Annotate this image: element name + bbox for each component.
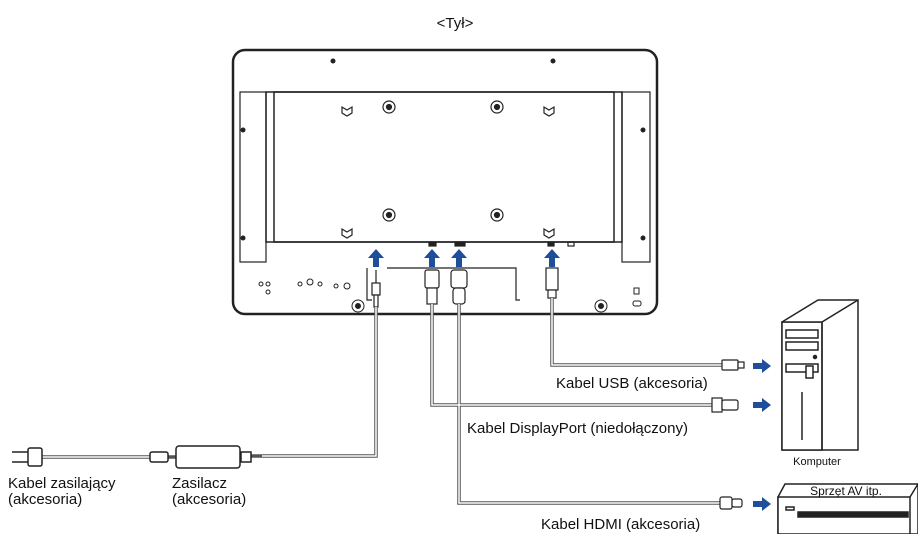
monitor-plugs <box>371 267 559 308</box>
computer-label: Komputer <box>793 456 841 468</box>
device-arrows <box>753 359 771 511</box>
computer-icon <box>781 299 859 451</box>
power-adapter <box>149 445 252 469</box>
cables <box>42 298 722 505</box>
av-equipment-icon <box>777 483 918 535</box>
insertion-arrows <box>368 249 560 267</box>
power-cable-label-line1: Kabel zasilający <box>8 475 116 492</box>
device-plugs <box>711 359 745 510</box>
monitor-rear <box>231 48 659 316</box>
hdmi-cable-label: Kabel HDMI (akcesoria) <box>541 516 700 533</box>
power-plug-icon <box>12 447 43 467</box>
diagram-title: <Tył> <box>437 15 474 32</box>
adapter-label-line1: Zasilacz <box>172 475 227 492</box>
power-cable-label-line2: (akcesoria) <box>8 491 82 508</box>
usb-cable-label: Kabel USB (akcesoria) <box>556 375 708 392</box>
av-equipment-label: Sprzęt AV itp. <box>810 484 882 498</box>
displayport-cable-label: Kabel DisplayPort (niedołączony) <box>467 420 688 437</box>
adapter-label-line2: (akcesoria) <box>172 491 246 508</box>
